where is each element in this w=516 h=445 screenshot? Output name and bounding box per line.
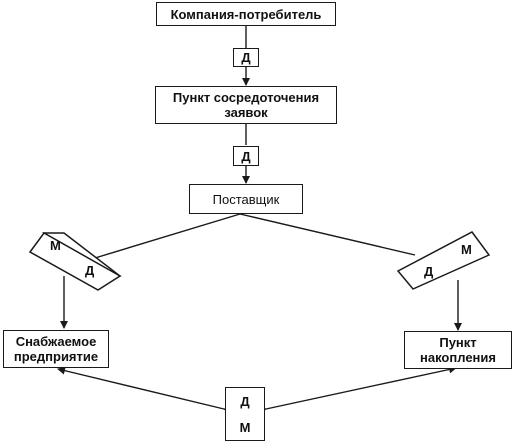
top-d-tag: Д	[233, 48, 259, 67]
arrow-storage-bottom	[258, 365, 457, 415]
right-dm-rhomb	[396, 231, 491, 290]
left-d-label: Д	[85, 263, 95, 278]
storage-box: Пункт накопления	[404, 331, 512, 369]
order-point-box: Пункт сосредоточения заявок	[155, 86, 337, 124]
consumer-box: Компания-потребитель	[156, 2, 336, 26]
bottom-d-label: Д	[240, 393, 250, 409]
enterprise-line1: Снабжаемое	[15, 334, 97, 349]
right-m-label: М	[461, 242, 472, 257]
enterprise-line2: предприятие	[13, 349, 99, 364]
order-point-line1: Пункт сосредоточения	[172, 90, 320, 105]
connector-supplier-to-left	[94, 213, 241, 259]
left-dm-rhomb-outline	[28, 232, 122, 291]
left-m-label: М	[50, 238, 61, 253]
enterprise-box: Снабжаемое предприятие	[3, 330, 109, 368]
bottom-m-label: М	[239, 419, 251, 435]
order-point-line2: заявок	[224, 105, 268, 120]
connector-supplier-to-right	[239, 213, 416, 256]
arrow-enterprise-bottom	[57, 366, 232, 415]
middle-d-tag: Д	[233, 146, 259, 166]
storage-line2: накопления	[420, 350, 496, 365]
bottom-dm-tag: Д М	[225, 387, 265, 441]
supplier-box: Поставщик	[189, 184, 303, 214]
right-d-label: Д	[424, 264, 434, 279]
storage-line1: Пункт	[439, 335, 477, 350]
